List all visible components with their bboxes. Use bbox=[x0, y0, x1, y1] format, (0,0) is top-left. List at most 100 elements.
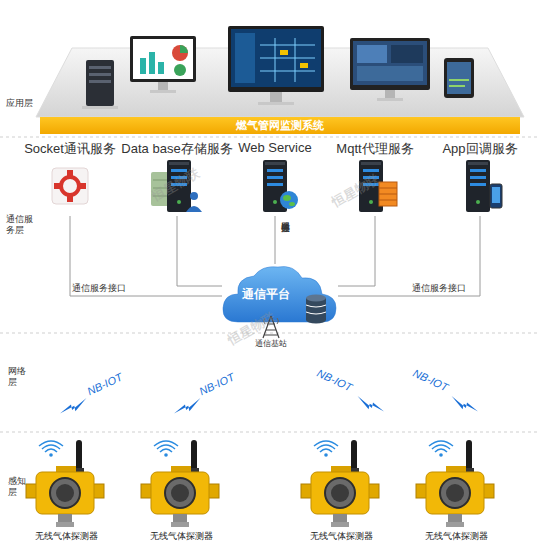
service-icon bbox=[289, 202, 295, 206]
detector-shape bbox=[410, 438, 502, 530]
connector-line bbox=[338, 216, 375, 286]
lightning-bolt bbox=[452, 396, 478, 411]
detector-shape bbox=[448, 514, 462, 523]
service-icon bbox=[245, 158, 305, 214]
service-icon bbox=[61, 177, 79, 195]
detector-shape bbox=[446, 484, 464, 502]
monitor bbox=[235, 33, 255, 83]
monitor bbox=[391, 45, 423, 63]
service-icon bbox=[177, 200, 181, 204]
node-text: 无线气体探测器 bbox=[20, 530, 112, 543]
node-text: 通信基站 bbox=[245, 338, 297, 349]
detector-shape bbox=[295, 438, 387, 530]
service-icon bbox=[52, 168, 88, 204]
cloud-shape bbox=[306, 295, 326, 302]
lightning-bolt bbox=[174, 398, 200, 413]
layer-separator bbox=[0, 137, 540, 432]
monitor bbox=[385, 90, 395, 98]
detector-shape bbox=[39, 441, 63, 452]
service-icon bbox=[67, 196, 73, 202]
monitor bbox=[377, 98, 403, 101]
network-label: NB-IOT bbox=[315, 367, 354, 394]
connector-line bbox=[70, 216, 222, 296]
layer-label: 通信服务层 bbox=[6, 214, 36, 236]
service-box: App回调服务 bbox=[430, 140, 530, 216]
detector-shape bbox=[171, 522, 189, 527]
service-icon bbox=[190, 192, 198, 200]
detector-shape bbox=[49, 453, 53, 457]
monitor bbox=[231, 29, 321, 87]
lightning-bolt bbox=[60, 398, 86, 413]
detector-shape bbox=[151, 472, 209, 514]
detector-shape bbox=[154, 441, 178, 452]
monitor bbox=[140, 58, 146, 74]
tablet bbox=[447, 62, 471, 94]
monitor bbox=[357, 45, 387, 63]
detector-shape bbox=[324, 453, 328, 457]
detector-shape bbox=[426, 472, 484, 514]
service-icon bbox=[54, 183, 60, 189]
node-text: Web Service bbox=[225, 140, 325, 155]
detector-shape bbox=[439, 453, 443, 457]
service-icon bbox=[369, 200, 373, 204]
gas-detector: 无线气体探测器 bbox=[20, 438, 112, 544]
interface-label: 通信服务接口 bbox=[412, 282, 466, 295]
tablet bbox=[444, 58, 474, 98]
cloud-shape bbox=[223, 266, 336, 322]
connector-line bbox=[338, 216, 480, 296]
monitor bbox=[133, 39, 193, 79]
server-icon bbox=[86, 60, 114, 106]
service-icon bbox=[267, 169, 283, 172]
node-text: 无线气体探测器 bbox=[295, 530, 387, 543]
detector-shape bbox=[331, 484, 349, 502]
detector-shape bbox=[311, 472, 369, 514]
service-icon bbox=[52, 168, 88, 204]
platform-cloud: 通信平台 bbox=[222, 264, 338, 324]
server-icon bbox=[82, 60, 118, 109]
detector-shape bbox=[56, 522, 74, 527]
server-icon bbox=[82, 106, 118, 109]
service-icon bbox=[490, 184, 502, 208]
layer-label: 网络层 bbox=[8, 366, 28, 388]
monitor bbox=[300, 63, 308, 68]
monitor bbox=[158, 62, 164, 74]
node-text: App回调服务 bbox=[430, 140, 530, 158]
node-text: Socket通讯服务 bbox=[20, 140, 120, 158]
monitor bbox=[260, 38, 315, 82]
monitor bbox=[350, 38, 430, 101]
service-icon bbox=[466, 160, 502, 212]
node-text: 无线气体探测器 bbox=[135, 530, 227, 543]
node-text: 无线气体探测器 bbox=[410, 530, 502, 543]
service-icon bbox=[169, 162, 189, 165]
tablet bbox=[449, 80, 469, 86]
cloud-shape bbox=[306, 305, 326, 314]
monitor bbox=[130, 36, 196, 82]
service-icon bbox=[267, 176, 283, 179]
detector-shape bbox=[314, 441, 338, 452]
monitor bbox=[174, 64, 186, 76]
monitor bbox=[357, 66, 423, 81]
gas-detector: 无线气体探测器 bbox=[410, 438, 502, 544]
service-icon bbox=[186, 206, 202, 212]
network-label: NB-IOT bbox=[197, 371, 236, 398]
monitor bbox=[172, 45, 188, 61]
service-icon bbox=[476, 200, 480, 204]
layer-label: 感知层 bbox=[8, 476, 28, 498]
service-icon bbox=[361, 162, 381, 165]
monitor bbox=[270, 92, 282, 102]
monitor bbox=[130, 36, 196, 93]
monitor bbox=[353, 41, 427, 85]
service-icon bbox=[80, 183, 86, 189]
detector-shape bbox=[325, 478, 355, 508]
service-icon bbox=[263, 160, 298, 212]
detector-shape bbox=[58, 514, 72, 523]
service-icon bbox=[67, 170, 73, 176]
detector-shape bbox=[165, 478, 195, 508]
service-icon bbox=[492, 187, 500, 203]
layer-separator bbox=[0, 333, 540, 334]
monitor bbox=[150, 90, 176, 93]
service-icon bbox=[280, 191, 298, 209]
service-icon bbox=[379, 188, 397, 200]
lightning-bolt bbox=[60, 396, 478, 413]
